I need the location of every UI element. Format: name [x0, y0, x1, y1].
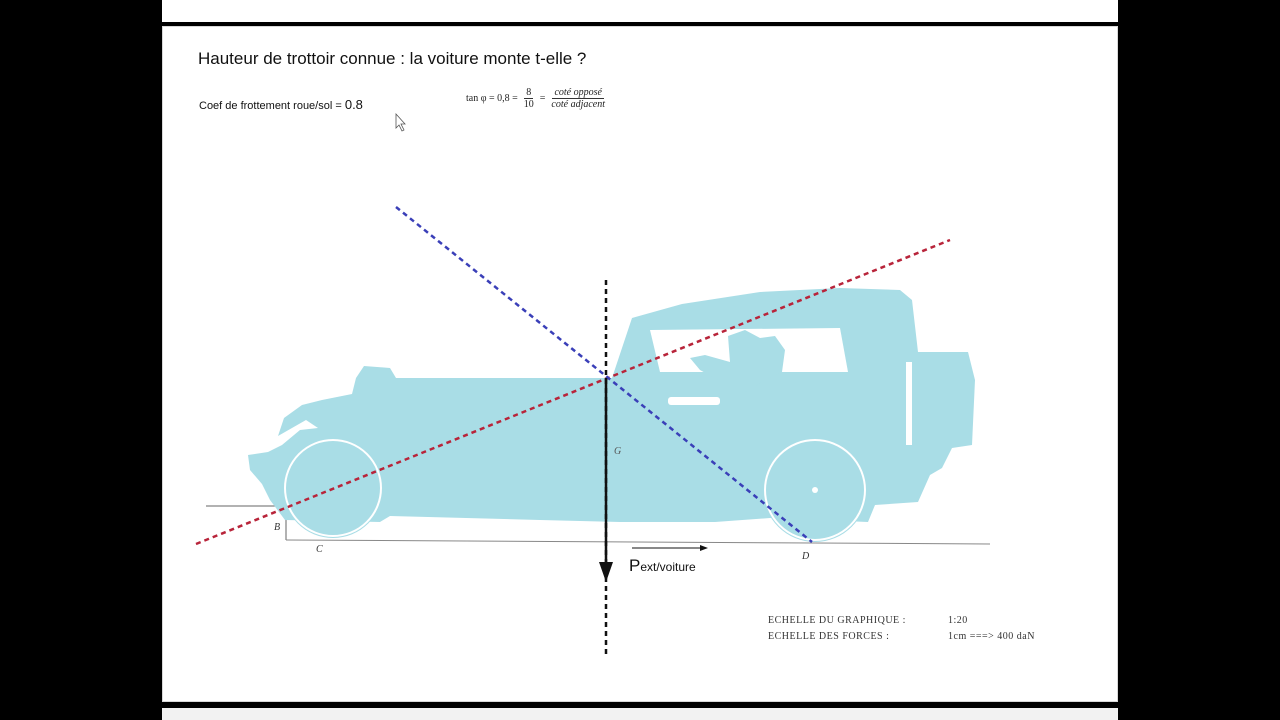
slide-title: Hauteur de trottoir connue : la voiture …: [198, 49, 587, 68]
coef-label: Coef de frottement roue/sol =: [199, 100, 345, 112]
scale-legend: ECHELLE DU GRAPHIQUE : 1:20 ECHELLE DES …: [768, 613, 1035, 645]
weight-arrow-head: [599, 562, 613, 582]
formula-adjacent-side: coté adjacent: [551, 99, 606, 110]
red-reaction-line: [195, 238, 951, 546]
friction-coefficient: Coef de frottement roue/sol = 0.8: [199, 97, 363, 112]
car-silhouette: [248, 288, 975, 542]
cursor-icon: [395, 112, 406, 132]
formula-equals: =: [539, 93, 546, 104]
vector-bar-head: [700, 545, 708, 551]
previous-page-edge: [162, 0, 1118, 22]
rear-wheel-rim: [764, 439, 866, 541]
front-wheel-rim: [284, 439, 382, 537]
force-scale-label: ECHELLE DES FORCES :: [768, 631, 890, 642]
graph-scale-row: ECHELLE DU GRAPHIQUE : 1:20: [768, 613, 1035, 629]
point-c-label: C: [316, 544, 323, 555]
point-b-label: B: [274, 522, 280, 533]
door-handle: [668, 397, 720, 405]
force-label: Pext/voiture: [629, 556, 696, 575]
formula-word-fraction: coté opposé coté adjacent: [549, 87, 607, 110]
graph-scale-value: 1:20: [948, 615, 968, 626]
point-g-label: G: [614, 446, 621, 457]
blue-reaction-line: [395, 206, 813, 543]
point-d-label: D: [801, 551, 810, 562]
coef-value: 0.8: [344, 97, 363, 112]
ground-line: [285, 539, 991, 545]
driver-figure: [690, 330, 785, 392]
formula-opposite-side: coté opposé: [552, 87, 604, 99]
force-scale-value: 1cm ===> 400 daN: [948, 631, 1035, 642]
graph-scale-label: ECHELLE DU GRAPHIQUE :: [768, 615, 906, 626]
spare-wheel-gap: [906, 362, 912, 445]
force-scale-row: ECHELLE DES FORCES : 1cm ===> 400 daN: [768, 629, 1035, 645]
tangent-formula: tan φ = 0,8 = 8 10 = coté opposé coté ad…: [466, 87, 607, 110]
formula-numerator: 8: [524, 87, 534, 99]
formula-lhs: tan φ = 0,8 =: [466, 93, 518, 104]
rear-wheel-hub: [812, 487, 818, 493]
formula-denominator: 10: [523, 99, 534, 110]
next-page-edge: [162, 708, 1118, 720]
formula-fraction: 8 10: [522, 87, 536, 110]
